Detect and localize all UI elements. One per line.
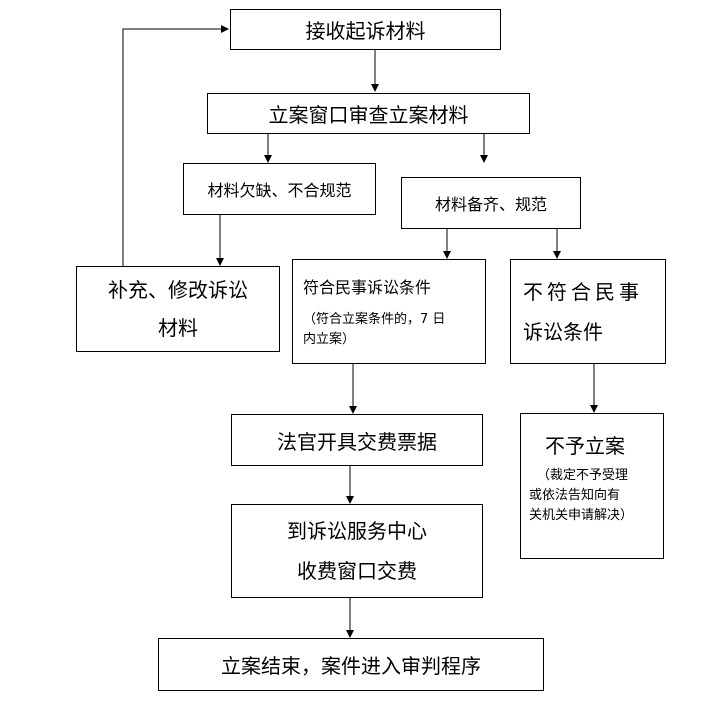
node-reject-note: （裁定不予受理 或依法告知向有 关机关申请解决） xyxy=(529,466,633,526)
node-supplement-line2: 材料 xyxy=(158,316,198,340)
node-meets-conditions-title: 符合民事诉讼条件 xyxy=(303,278,432,297)
node-not-meet-conditions: 不符合民事 诉讼条件 xyxy=(510,259,666,364)
node-meets-conditions-note: （符合立案条件的，7 日 内立案） xyxy=(303,310,445,350)
node-not-meet-line2: 诉讼条件 xyxy=(523,320,603,344)
node-not-meet-line1: 不符合民事 xyxy=(523,280,643,304)
node-reject-note-line2: 或依法告知向有 xyxy=(529,488,621,503)
arrow-supplement-to-receive xyxy=(122,25,229,266)
node-meets-conditions-note-line1: （符合立案条件的，7 日 xyxy=(303,312,446,327)
node-reject-filing: 不予立案 （裁定不予受理 或依法告知向有 关机关申请解决） xyxy=(520,413,664,559)
node-materials-complete-label: 材料备齐、规范 xyxy=(434,195,547,214)
node-receive-materials: 接收起诉材料 xyxy=(230,9,501,50)
node-issue-invoice: 法官开具交费票据 xyxy=(231,414,483,466)
node-receive-materials-label: 接收起诉材料 xyxy=(305,19,426,43)
node-review-materials: 立案窗口审查立案材料 xyxy=(207,93,530,134)
node-materials-incomplete-label: 材料欠缺、不合规范 xyxy=(207,181,352,200)
node-pay-line1: 到诉讼服务中心 xyxy=(287,519,427,543)
node-materials-incomplete: 材料欠缺、不合规范 xyxy=(183,163,376,215)
node-supplement-line1: 补充、修改诉讼 xyxy=(108,278,248,302)
node-materials-complete: 材料备齐、规范 xyxy=(401,177,581,229)
node-pay-line2: 收费窗口交费 xyxy=(297,559,417,583)
node-issue-invoice-label: 法官开具交费票据 xyxy=(277,429,437,454)
node-reject-note-line3: 关机关申请解决） xyxy=(529,508,634,523)
node-meets-conditions-note-line2: 内立案） xyxy=(303,332,356,347)
node-pay-fees: 到诉讼服务中心 收费窗口交费 xyxy=(231,504,483,598)
node-reject-title: 不予立案 xyxy=(545,434,625,458)
node-reject-note-line1: （裁定不予受理 xyxy=(537,468,629,483)
node-filing-complete: 立案结束，案件进入审判程序 xyxy=(158,638,544,691)
node-filing-complete-label: 立案结束，案件进入审判程序 xyxy=(221,654,481,678)
node-review-materials-label: 立案窗口审查立案材料 xyxy=(268,103,469,127)
node-meets-conditions: 符合民事诉讼条件 （符合立案条件的，7 日 内立案） xyxy=(292,259,486,364)
node-supplement-materials: 补充、修改诉讼 材料 xyxy=(76,266,280,352)
